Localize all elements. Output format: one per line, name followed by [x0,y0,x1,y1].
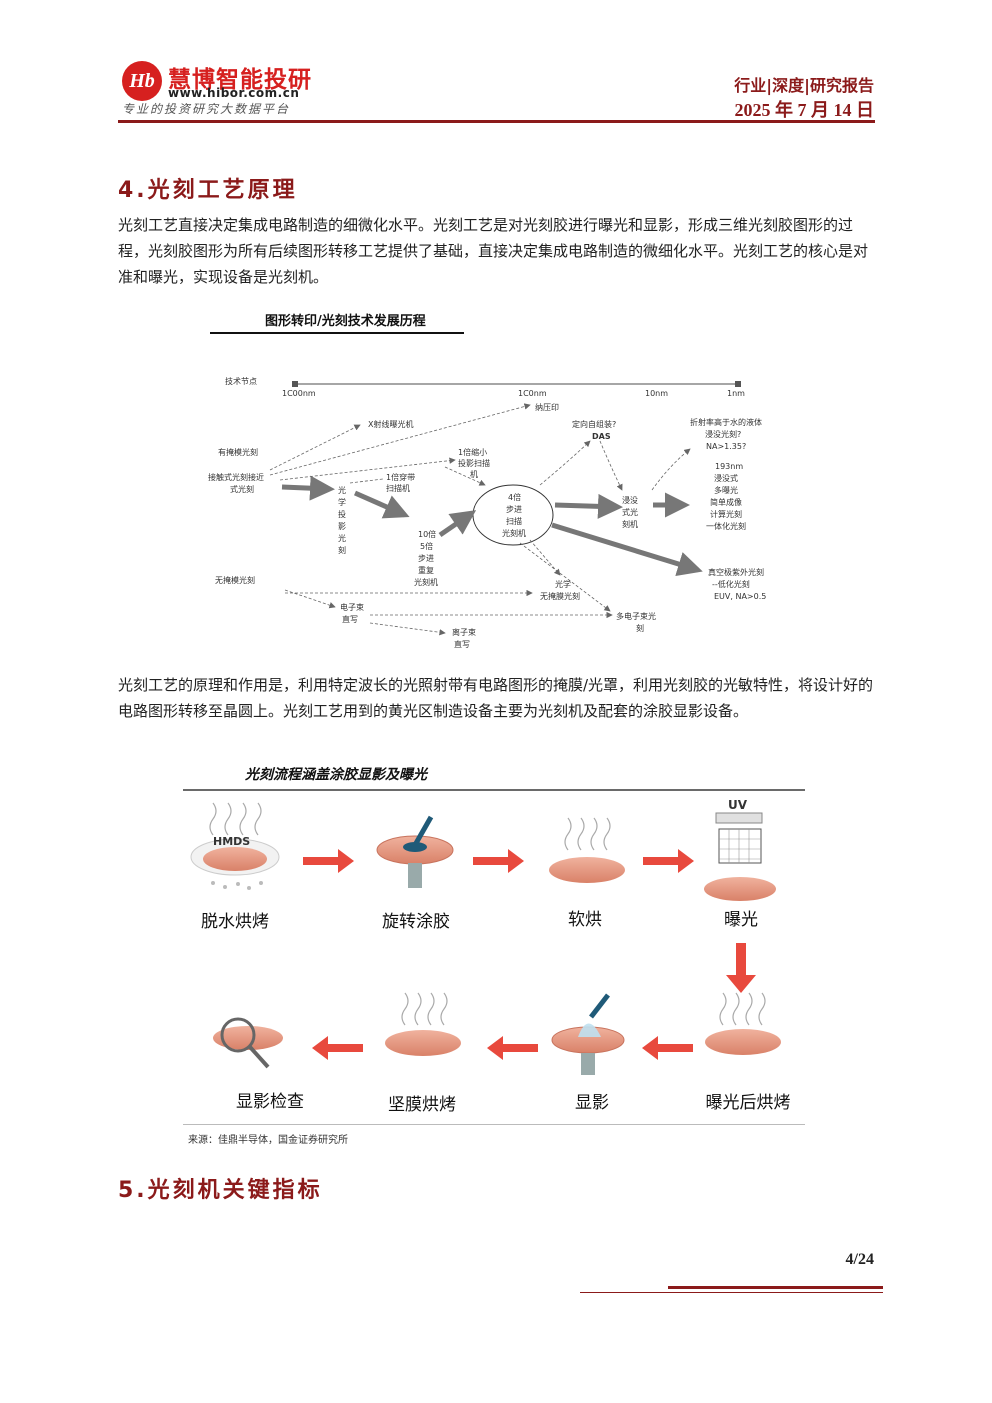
node-contact: 接触式光刻接近 [208,472,264,482]
logo-title: 慧博智能投研 [168,67,312,93]
wafer-icon-inspection [213,1017,283,1069]
svg-text:学: 学 [338,497,346,507]
node-nanoimprint: 纳压印 [535,402,559,412]
tick-100nm: 1C0nm [518,389,547,398]
svg-text:浸没光刻?: 浸没光刻? [705,429,741,439]
svg-text:光刻机: 光刻机 [414,577,438,587]
step-spin-coat: 旋转涂胶 [382,912,450,932]
node-ion: 离子束 [452,627,476,637]
svg-text:式光: 式光 [622,507,638,517]
section-4-paragraph-1: 光刻工艺直接决定集成电路制造的细微化水平。光刻工艺是对光刻胶进行曝光和显影，形成… [118,216,869,286]
node-multi-ebeam: 多电子束光 [616,611,656,621]
svg-text:步进: 步进 [506,505,522,514]
tick-10nm: 10nm [645,389,668,398]
wafer-icon-post-exposure-bake [705,992,781,1055]
header-divider [118,120,875,123]
svg-text:计算光刻: 计算光刻 [710,509,742,519]
node-scan4x: 4倍 [508,492,521,502]
node-maskless: 无掩模光刻 [215,575,255,585]
svg-text:直写: 直写 [454,639,470,649]
svg-text:--低化光刻: --低化光刻 [712,579,750,589]
figure-2-bottom-rule [183,1124,805,1125]
step-dehydration-bake: 脱水烘烤 [201,912,269,932]
process-arrows [303,849,756,1060]
footer-line-thick [668,1286,883,1289]
node-das-q: 定向自组装? [572,419,616,429]
svg-text:机: 机 [470,469,478,479]
section-4-title: 4.光刻工艺原理 [118,178,298,203]
svg-text:刻: 刻 [338,545,346,555]
figure-source: 来源：佳鼎半导体，国金证券研究所 [188,1135,348,1146]
footer-line-thin [580,1292,883,1293]
svg-text:EUV, NA>0.5: EUV, NA>0.5 [714,592,766,601]
node-193nm: 193nm [715,462,743,471]
wafer-icon-exposure: UV [704,798,776,901]
page-number: 4/24 [845,1251,874,1268]
node-das: DAS [592,432,611,441]
node-proj: 光 [338,485,346,495]
node-xray: X射线曝光机 [368,419,413,429]
step-develop-inspection: 显影检查 [236,1092,304,1112]
svg-text:步进: 步进 [418,554,434,563]
timeline-label: 技术节点 [225,376,257,386]
figure-1-title: 图形转印/光刻技术发展历程 [265,314,426,329]
figure-2-title: 光刻流程涵盖涂胶显影及曝光 [245,767,427,783]
node-euv: 真空极紫外光刻 [708,567,764,577]
svg-text:无掩膜光刻: 无掩膜光刻 [540,591,580,601]
section-5-title: 5.光刻机关键指标 [118,1178,323,1203]
svg-text:投: 投 [338,509,346,519]
svg-text:投影扫描: 投影扫描 [458,458,490,468]
wafer-icon-soft-bake [549,817,625,883]
svg-text:多曝光: 多曝光 [714,485,738,495]
svg-text:影: 影 [338,521,346,531]
tick-1nm: 1nm [727,389,745,398]
svg-text:简单成像: 简单成像 [710,497,742,507]
svg-text:扫描机: 扫描机 [386,483,410,493]
step-exposure: 曝光 [724,910,758,930]
report-type: 行业|深度|研究报告 [734,76,874,95]
wafer-icon-develop [551,993,625,1075]
lithography-history-diagram: 技术节点 1C00nm 1C0nm 10nm 1nm 有掩模光刻 接触式光刻接近… [208,376,766,649]
svg-text:刻机: 刻机 [622,519,638,529]
wafer-icon-spin-coat [376,815,454,888]
node-optical-maskless: 光学 [555,579,571,589]
step-develop: 显影 [575,1093,609,1113]
logo-url[interactable]: www.hibor.com.cn [168,86,300,100]
figure-1-title-rule [210,332,464,334]
tick-1000nm: 1C00nm [282,389,316,398]
step-post-exposure-bake: 曝光后烘烤 [705,1093,791,1113]
svg-text:光刻机: 光刻机 [502,528,526,538]
svg-text:扫描: 扫描 [506,516,522,526]
step-soft-bake: 软烘 [568,910,602,930]
node-mask-litho: 有掩模光刻 [218,447,258,457]
hibor-logo: Hb [122,61,162,101]
svg-text:直写: 直写 [342,614,358,624]
hmds-label: HMDS [213,835,250,848]
node-contact-2: 式光刻 [230,484,254,494]
node-ebeam: 电子束 [340,602,364,612]
section-4-paragraph-2: 光刻工艺的原理和作用是，利用特定波长的光照射带有电路图形的掩膜/光罩，利用光刻胶… [118,676,874,720]
report-date: 2025 年 7 月 14 日 [734,100,875,120]
wafer-icon-dehydration: HMDS [190,835,280,890]
svg-text:浸没式: 浸没式 [714,473,738,483]
wafer-icon-hard-bake [385,992,461,1056]
svg-text:刻: 刻 [636,623,644,633]
node-immersion: 浸没 [622,495,638,505]
figure-2-title-rule [183,789,805,791]
node-stepper10x: 10倍 [418,529,436,539]
node-stepper1x: 1倍穿带 [386,472,415,482]
step-hard-bake: 坚膜烘烤 [388,1095,456,1115]
node-water-q: 折射率高于水的液体 [690,417,762,427]
svg-text:光: 光 [338,533,346,543]
svg-text:重复: 重复 [418,565,434,575]
lithography-process-flow: HMDS UV [190,798,781,1075]
svg-text:5倍: 5倍 [420,541,433,551]
svg-text:一体化光刻: 一体化光刻 [706,521,746,531]
logo-slogan: 专业的投资研究大数据平台 [122,102,291,116]
node-reduce1x: 1倍缩小 [458,447,487,457]
uv-label: UV [728,798,748,812]
node-na-q: NA>1.35? [706,442,746,451]
